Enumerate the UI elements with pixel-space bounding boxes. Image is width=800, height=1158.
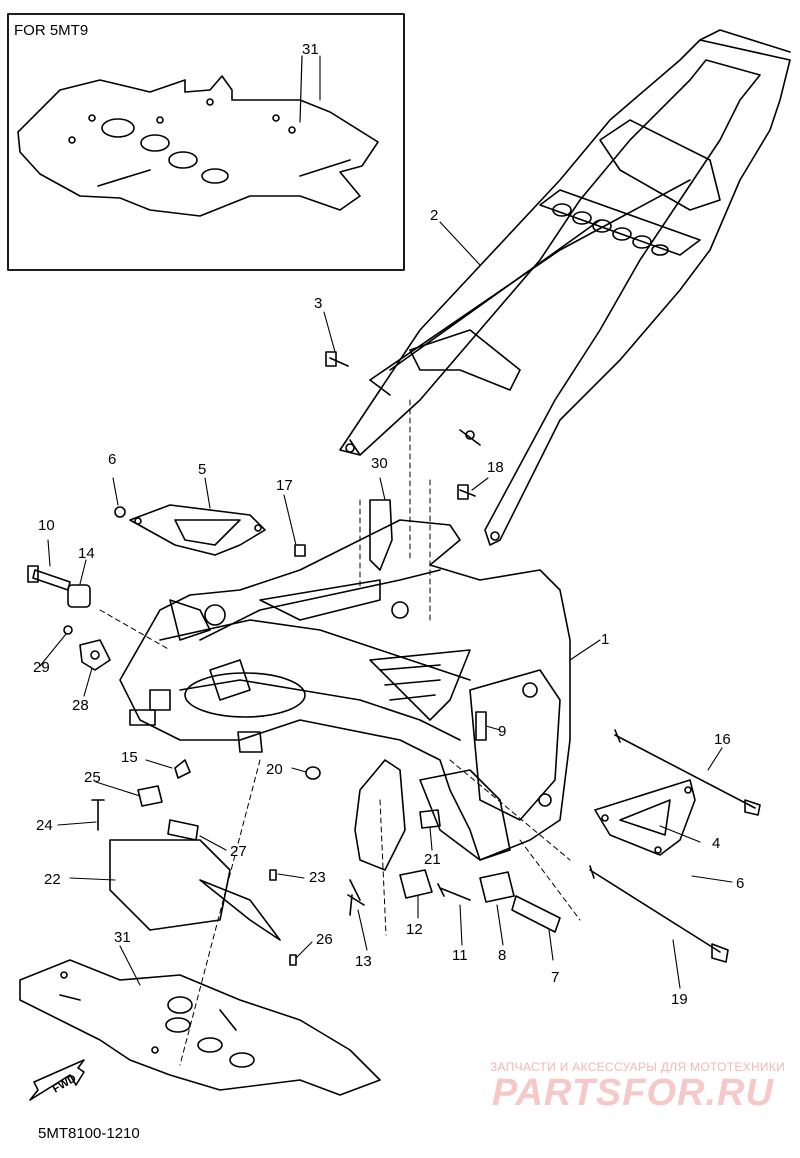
part-label-25: 25 (84, 769, 101, 786)
engine-mount-plate-5 (129, 504, 266, 556)
part-label-16: 16 (714, 731, 731, 748)
part-label-1: 1 (601, 631, 610, 648)
part-label-20: 20 (266, 761, 283, 778)
long-bolt-19 (589, 865, 729, 963)
part-label-18: 18 (487, 459, 504, 476)
part-label-3: 3 (314, 295, 323, 312)
watermark-brand: PARTSFOR.RU (492, 1072, 774, 1114)
part-label-6a: 6 (108, 451, 117, 468)
part-label-9: 9 (498, 723, 507, 740)
main-frame (119, 519, 571, 861)
engine-mount-plate-4 (594, 779, 696, 856)
part-label-21: 21 (424, 851, 441, 868)
part-label-22: 22 (44, 871, 61, 888)
diagram-code: 5MT8100-1210 (38, 1125, 140, 1142)
part-label-29: 29 (33, 659, 50, 676)
part-label-7: 7 (551, 969, 560, 986)
part-label-28: 28 (72, 697, 89, 714)
inset-title: FOR 5MT9 (14, 22, 89, 39)
part-label-31-inset: 31 (302, 41, 319, 58)
lower-skid-plate (19, 959, 381, 1096)
part-label-2: 2 (430, 207, 439, 224)
part-label-13: 13 (355, 953, 372, 970)
part-label-14: 14 (78, 545, 95, 562)
fwd-arrow-icon (29, 1059, 85, 1101)
part-label-10: 10 (38, 517, 55, 534)
part-label-4: 4 (712, 835, 721, 852)
part-label-12: 12 (406, 921, 423, 938)
part-label-26: 26 (316, 931, 333, 948)
small-hardware (27, 351, 561, 966)
part-label-24: 24 (36, 817, 53, 834)
part-label-17: 17 (276, 477, 293, 494)
inset-skid-plate (17, 55, 379, 217)
leader-lines (39, 55, 733, 989)
part-label-8: 8 (498, 947, 507, 964)
long-bolt-16 (614, 729, 761, 816)
part-label-30: 30 (371, 455, 388, 472)
part-label-6b: 6 (736, 875, 745, 892)
assembly-lines (99, 399, 581, 1066)
part-label-19: 19 (671, 991, 688, 1008)
watermark-tagline: ЗАПЧАСТИ И АКСЕССУАРЫ ДЛЯ МОТОТЕХНИКИ (490, 1060, 786, 1074)
part-label-31-main: 31 (114, 929, 131, 946)
part-label-5: 5 (198, 461, 207, 478)
part-label-15: 15 (121, 749, 138, 766)
part-label-11: 11 (452, 947, 468, 964)
part-label-23: 23 (309, 869, 326, 886)
inset-frame (7, 13, 405, 271)
part-label-27: 27 (230, 843, 247, 860)
rear-subframe (339, 29, 791, 546)
